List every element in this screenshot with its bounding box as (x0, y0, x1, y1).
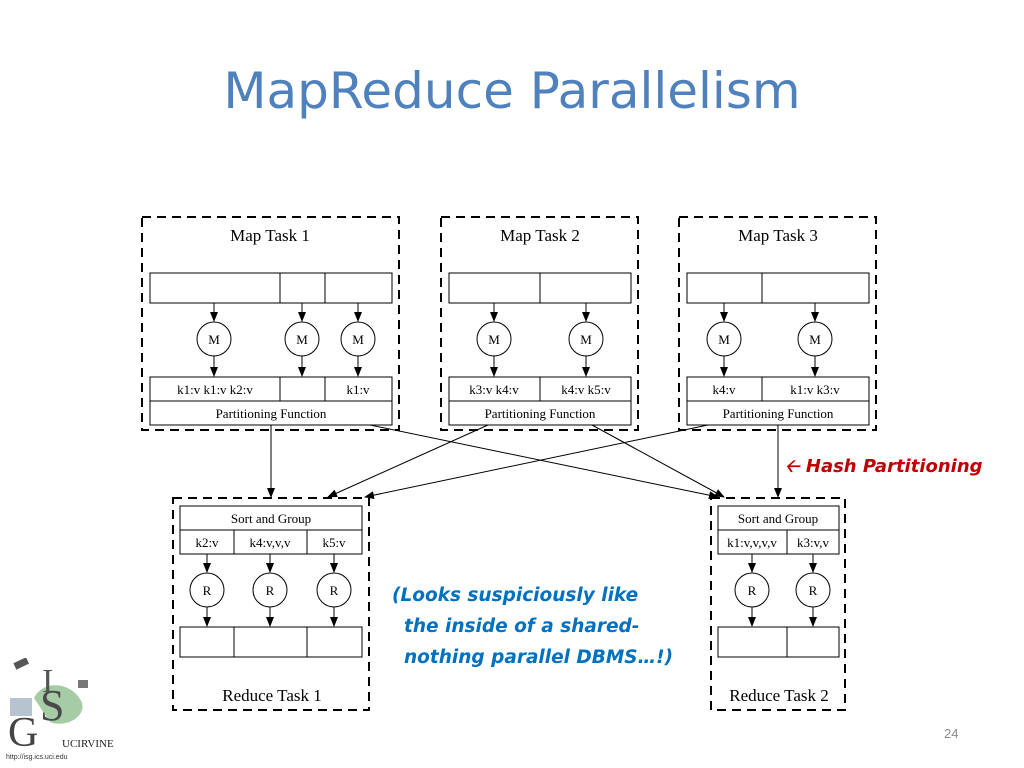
map-output-cell: k1:v k1:v k2:v (177, 382, 253, 397)
logo-letter: G (8, 710, 38, 756)
map-task-3-title: Map Task 3 (738, 226, 818, 245)
group-row (179, 529, 363, 555)
logo-url: http://isg.ics.uci.edu (6, 754, 68, 761)
hash-partitioning-label: Hash Partitioning (805, 456, 983, 477)
map-task-3-border (678, 216, 877, 431)
note-line: (Looks suspiciously like (392, 585, 639, 606)
logo-letter: I (42, 663, 53, 700)
sort-and-group-label: Sort and Group (231, 511, 311, 526)
logo-decor (13, 658, 30, 670)
shuffle-arrow (364, 424, 709, 500)
reducer-label: R (330, 583, 339, 598)
map-task-2-border (440, 216, 639, 431)
map-task-2-title: Map Task 2 (500, 226, 580, 245)
reducer-label: R (203, 583, 212, 598)
map-output-cell: k4:v k5:v (561, 382, 611, 397)
group-cell: k5:v (322, 535, 346, 550)
mapper-label: M (208, 332, 220, 347)
isg-logo: I S G (8, 658, 88, 756)
sort-and-group-label: Sort and Group (738, 511, 818, 526)
mapper-label: M (580, 332, 592, 347)
hash-partitioning-annotation: 🡠 Hash Partitioning (785, 454, 983, 484)
logo-decor (34, 685, 83, 724)
logo-decor (10, 698, 32, 716)
input-split-row (686, 272, 870, 304)
logo-letter: S (40, 681, 64, 730)
shuffle-arrow (327, 424, 489, 498)
group-row (717, 529, 840, 555)
shuffle-arrow (591, 424, 725, 498)
group-cell: k3:v,v (797, 535, 830, 550)
map-output-cell: k1:v (346, 382, 370, 397)
shuffle-arrows (267, 424, 782, 500)
mapper-label: M (809, 332, 821, 347)
partitioning-function-label: Partitioning Function (216, 406, 327, 421)
map-task-1-title: Map Task 1 (230, 226, 310, 245)
partitioning-function-label: Partitioning Function (485, 406, 596, 421)
reduce-task-1-title: Reduce Task 1 (222, 686, 322, 705)
reduce-output-row (179, 626, 363, 658)
note-line: the inside of a shared- (404, 616, 640, 637)
slide-title: MapReduce Parallelism (223, 62, 801, 120)
mapper-label: M (488, 332, 500, 347)
reducer-label: R (809, 583, 818, 598)
reduce-task-1: Sort and Group k2:v k4:v,v,v k5:v R R R … (172, 497, 370, 711)
partitioning-function-label: Partitioning Function (723, 406, 834, 421)
partitioning-function-box (448, 400, 632, 426)
page-number: 24 (944, 726, 959, 741)
group-cell: k4:v,v,v (250, 535, 291, 550)
map-output-cell: k4:v (712, 382, 736, 397)
reduce-task-2: Sort and Group k1:v,v,v,v k3:v,v R R Red… (710, 497, 846, 711)
logo-institution: UCIRVINE (62, 738, 114, 750)
map-task-2: Map Task 2 M M k3:v k4:v k4:v k5:v Parti… (440, 216, 639, 431)
mapper-label: M (352, 332, 364, 347)
map-task-1: Map Task 1 M M M k1:v k1:v k2:v k1:v Par… (141, 216, 400, 431)
reducer-label: R (748, 583, 757, 598)
shuffle-arrow (369, 424, 719, 500)
reduce-output-row (717, 626, 840, 658)
shared-nothing-note: (Looks suspiciously like the inside of a… (392, 580, 673, 673)
reduce-task-2-border (710, 497, 846, 711)
note-line: nothing parallel DBMS…!) (404, 647, 674, 668)
input-split-row (149, 272, 393, 304)
group-cell: k2:v (195, 535, 219, 550)
map-task-3: Map Task 3 M M k4:v k1:v k3:v Partitioni… (678, 216, 877, 431)
reduce-task-1-border (172, 497, 370, 711)
group-cell: k1:v,v,v,v (727, 535, 777, 550)
reduce-task-2-title: Reduce Task 2 (729, 686, 829, 705)
mapper-label: M (296, 332, 308, 347)
map-output-cell: k1:v k3:v (790, 382, 840, 397)
map-output-cell: k3:v k4:v (469, 382, 519, 397)
left-arrow-icon: 🡠 (785, 456, 800, 477)
mapper-label: M (718, 332, 730, 347)
map-task-1-border (141, 216, 400, 431)
logo-decor (78, 680, 88, 688)
reducer-label: R (266, 583, 275, 598)
